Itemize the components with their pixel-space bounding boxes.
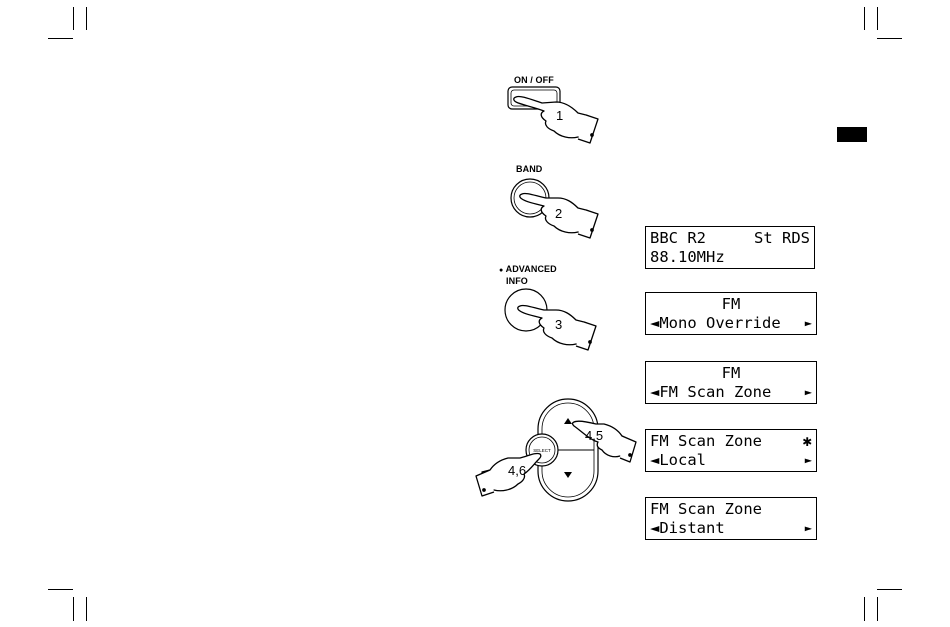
asterisk-icon: ✱ xyxy=(803,432,812,450)
crop-mark-tr-h xyxy=(877,38,902,39)
lcd-line2-left: ◄Local xyxy=(650,451,706,469)
lcd-line1-left: FM Scan Zone xyxy=(650,432,762,450)
on-off-button-illustration[interactable] xyxy=(500,85,610,145)
crop-mark-bl-v2 xyxy=(86,597,87,621)
step-number-4-5: 4,5 xyxy=(585,428,603,443)
crop-mark-tl-v2 xyxy=(86,7,87,30)
right-arrow-icon: ► xyxy=(805,519,812,537)
lcd-line1-center: FM xyxy=(650,295,812,313)
crop-mark-tr-v1 xyxy=(864,7,865,30)
lcd-line2-left: ◄Distant xyxy=(650,519,725,537)
bullet-dot: ● xyxy=(499,267,503,274)
right-arrow-icon: ► xyxy=(805,451,812,469)
lcd-line2-left: ◄Mono Override xyxy=(650,314,781,332)
on-off-label: ON / OFF xyxy=(514,75,554,85)
lcd-display-distant: FM Scan Zone ◄Distant ► xyxy=(645,497,817,540)
crop-mark-tr-v2 xyxy=(877,7,878,30)
navigation-pad-illustration[interactable]: SELECT xyxy=(470,398,640,503)
crop-mark-br-h xyxy=(877,589,902,590)
advanced-info-label-line1: ● ADVANCED xyxy=(499,264,557,274)
step-number-2: 2 xyxy=(555,206,562,221)
advanced-label: ADVANCED xyxy=(506,264,557,274)
crop-mark-br-v1 xyxy=(864,597,865,621)
info-label: INFO xyxy=(506,276,528,286)
crop-mark-br-v2 xyxy=(877,597,878,621)
crop-mark-bl-v1 xyxy=(73,597,74,621)
lcd-line2-left: 88.10MHz xyxy=(650,248,725,266)
info-button-illustration[interactable] xyxy=(496,288,608,352)
lcd-display-local: FM Scan Zone ✱ ◄Local ► xyxy=(645,429,817,472)
right-arrow-icon: ► xyxy=(805,314,812,332)
band-label: BAND xyxy=(516,164,542,174)
crop-mark-bl-h xyxy=(48,589,73,590)
right-arrow-icon: ► xyxy=(805,383,812,401)
lcd-line2-left: ◄FM Scan Zone xyxy=(650,383,771,401)
lcd-display-station: BBC R2 St RDS 88.10MHz xyxy=(645,226,815,269)
step-number-4-6: 4,6 xyxy=(508,463,526,478)
step-number-3: 3 xyxy=(555,317,562,332)
crop-mark-tl-v1 xyxy=(73,7,74,30)
section-tab xyxy=(837,127,867,142)
lcd-display-mono-override: FM ◄Mono Override ► xyxy=(645,292,817,335)
lcd-display-fm-scan-zone: FM ◄FM Scan Zone ► xyxy=(645,361,817,404)
lcd-line1-left: FM Scan Zone xyxy=(650,500,762,518)
crop-mark-tl-h xyxy=(48,38,73,39)
step-number-1: 1 xyxy=(556,108,563,123)
select-button-label: SELECT xyxy=(533,448,551,453)
lcd-line1-right: St RDS xyxy=(754,229,810,247)
lcd-line1-left: BBC R2 xyxy=(650,229,706,247)
lcd-line1-center: FM xyxy=(650,364,812,382)
